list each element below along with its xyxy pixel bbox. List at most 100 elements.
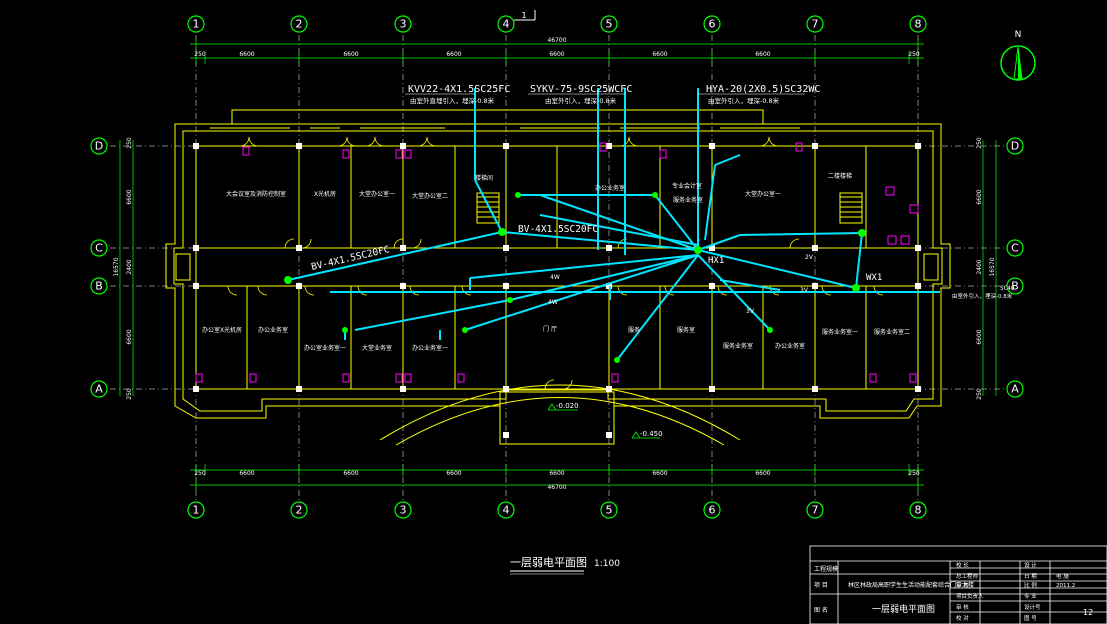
room-top-7: 服务业务室 [673,196,703,204]
cable-syv: SYKV-75-9SC25WCFC [530,84,632,95]
dim-bot-0: 250 [194,470,206,477]
tb-s4: 项目负责人 [956,592,984,600]
tb-r3c1: 图 名 [814,606,828,614]
dim-bot-1: 6600 [239,470,254,477]
grid-col-1-top: 1 [193,18,200,31]
dim-left-total: 16570 [113,257,120,276]
grid-col-4-top: 4 [503,18,510,31]
grid-col-8-top: 8 [915,18,922,31]
room-top-2: 大堂办公室一 [359,190,395,198]
dim-total-top: 46700 [547,37,566,44]
room-top-6: 专业会计室 [672,182,702,190]
grid-row-c-right: C [1011,242,1019,255]
room-top-1: X光机房 [314,190,336,198]
room-bot-10: 服务业务室一 [822,328,858,336]
room-bot-1: 办公业务室 [258,326,288,334]
tb-r3c2: 一层弱电平面图 [872,603,935,615]
dim-right-total: 16570 [989,257,996,276]
room-bot-9: 办公业务室 [775,342,805,350]
room-bot-8: 服务业务室 [723,342,753,350]
section-mark: 1 [514,10,536,21]
grid-col-2-top: 2 [296,18,303,31]
room-top-0: 大会议室及消防控制室 [226,190,286,198]
dim-top-5: 6600 [652,51,667,58]
room-bot-5: 门 厅 [543,325,557,333]
dim-bot-3: 6600 [446,470,461,477]
cable-bv2: BV-4X1.5SC20FC [310,244,391,273]
label-wx1: WX1 [866,273,882,283]
tb-v2: 电 施 [1056,572,1069,580]
label-hx1: HX1 [708,256,724,266]
plan-scale: 1:100 [594,559,620,569]
room-bot-4: 办公业务室一 [412,344,448,352]
dim-top-4: 6600 [549,51,564,58]
elev-hall: -0.020 [556,402,579,410]
building-walls [165,109,951,446]
room-bot-2: 办公室业务室一 [304,344,346,352]
room-top-9: 二楼楼梯 [828,172,852,180]
tb-r1c1: 工程规模 [814,565,838,573]
north-arrow-icon: N [1000,30,1036,81]
dim-top-7: 250 [908,51,920,58]
grid-col-6-top: 6 [709,18,716,31]
grid-col-6-bottom: 6 [709,504,716,517]
tb-d6: 图 号 [1024,614,1037,622]
dim-right-3: 6600 [976,329,983,344]
dim-top-2: 6600 [343,51,358,58]
junction-boxes [284,192,866,363]
grid-col-5-bottom: 5 [606,504,613,517]
dim-left-3: 6600 [126,329,133,344]
grid-col-8-bottom: 8 [915,504,922,517]
dim-bot-4: 6600 [549,470,564,477]
grid-row-c-left: C [95,242,103,255]
plan-title-text: 一层弱电平面图 [510,556,587,569]
dim-left-1: 6600 [126,189,133,204]
grid-col-2-bottom: 2 [296,504,303,517]
room-bot-11: 服务业务室二 [874,328,910,336]
grid-col-4-bottom: 4 [503,504,510,517]
dim-left-0: 250 [126,137,133,149]
room-top-5: 办公业务室 [595,184,625,192]
dim-left-2: 2400 [126,259,133,274]
elevation-marks: -0.020 -0.450 [547,402,663,439]
tb-r2c1: 项 目 [814,582,828,589]
tb-s6: 校 对 [956,614,969,622]
dim-left-4: 250 [126,388,133,400]
label-sc40: SC40 [1000,285,1015,292]
tb-sheet-number: 12 [1083,608,1093,617]
label-4w: 4W [550,274,560,281]
svg-text:1: 1 [521,11,526,20]
tb-d4: 专 业 [1024,592,1037,600]
outlet-icons [195,142,919,383]
cable-syv-note: 由室外引入，埋深-0.8米 [545,96,617,105]
room-top-3: 大堂办公室二 [412,192,448,200]
room-top-4: 楼梯间 [475,174,493,182]
dim-top-3: 6600 [446,51,461,58]
label-3v-b: 3V [746,308,755,315]
cable-kvv: KVV22-4X1.5SC25FC [408,84,510,95]
grid-col-1-bottom: 1 [193,504,200,517]
room-labels-top: 大会议室及消防控制室 X光机房 大堂办公室一 大堂办公室二 楼梯间 办公业务室 … [226,172,852,204]
dim-bot-7: 250 [908,470,920,477]
north-label: N [1015,30,1022,40]
grid-col-3-top: 3 [400,18,407,31]
dim-top-1: 6600 [239,51,254,58]
room-bot-7: 服务室 [677,326,695,334]
room-bot-3: 大堂业务室 [362,344,392,352]
room-top-8: 大堂办公室一 [745,190,781,198]
cable-kvv-note: 由室外直埋引入，埋深-0.8米 [410,96,495,105]
cable-bv1: BV-4X1.5SC20FC [518,224,598,235]
label-2v: 2V [805,254,814,261]
grid-row-b-left: B [95,280,103,293]
grid-col-3-bottom: 3 [400,504,407,517]
room-bot-0: 办公室X光机房 [202,326,242,334]
label-sc40-note: 由室外引入，埋深-0.8米 [952,292,1013,300]
tb-d1: 设 计 [1024,561,1037,569]
grid-row-d-left: D [95,140,103,153]
dimension-lines [119,38,997,491]
tb-r2c2: 林区林政局高职学生生活动能配套综合门诊大楼 [848,581,974,589]
grid-row-a-right: A [1011,383,1019,396]
dim-bot-5: 6600 [652,470,667,477]
dim-top-0: 250 [194,51,206,58]
